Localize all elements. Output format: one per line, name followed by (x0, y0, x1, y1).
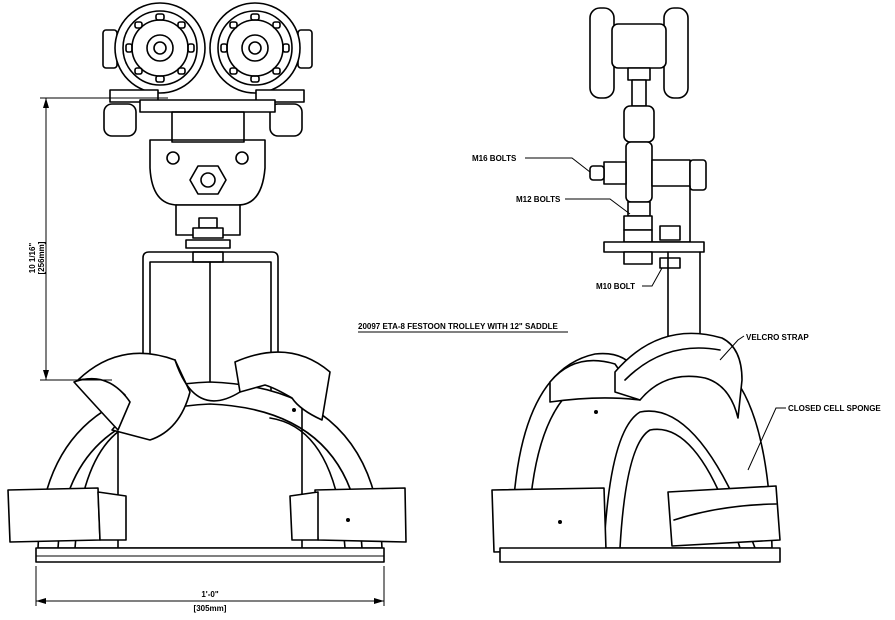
height-dimension-metric: [256mm] (37, 241, 46, 274)
callout-m10-bolt: M10 BOLT (596, 282, 635, 291)
height-dimension-imperial: 10 1/16" (28, 243, 37, 274)
callout-m12-bolts: M12 BOLTS (516, 195, 561, 204)
velcro-straps (73, 351, 331, 441)
callout-m16-bolts: M16 BOLTS (472, 154, 517, 163)
callout-closed-cell-sponge: CLOSED CELL SPONGE (788, 404, 881, 413)
base-plate (35, 547, 385, 563)
trolley-wheels (102, 2, 313, 94)
width-dimension-imperial: 1'-0" (201, 590, 218, 599)
width-dimension-metric: [305mm] (194, 604, 227, 613)
callout-leaders (525, 157, 786, 471)
end-pads (7, 487, 407, 543)
drawing-title: 20097 ETA-8 FESTOON TROLLEY WITH 12" SAD… (358, 322, 558, 331)
side-view-wheels (589, 7, 689, 143)
width-dimension (35, 566, 385, 606)
height-dimension (40, 97, 168, 381)
side-view-body (589, 141, 707, 269)
trolley-body (103, 89, 305, 263)
callout-velcro-strap: VELCRO STRAP (746, 333, 809, 342)
side-view (491, 7, 781, 563)
side-view-velcro-strap (594, 332, 743, 419)
side-view-base-plate (499, 547, 781, 563)
side-view-end-pads (491, 485, 781, 553)
front-view: 10 1/16" [256mm] 1'-0" [305mm] (7, 2, 407, 613)
